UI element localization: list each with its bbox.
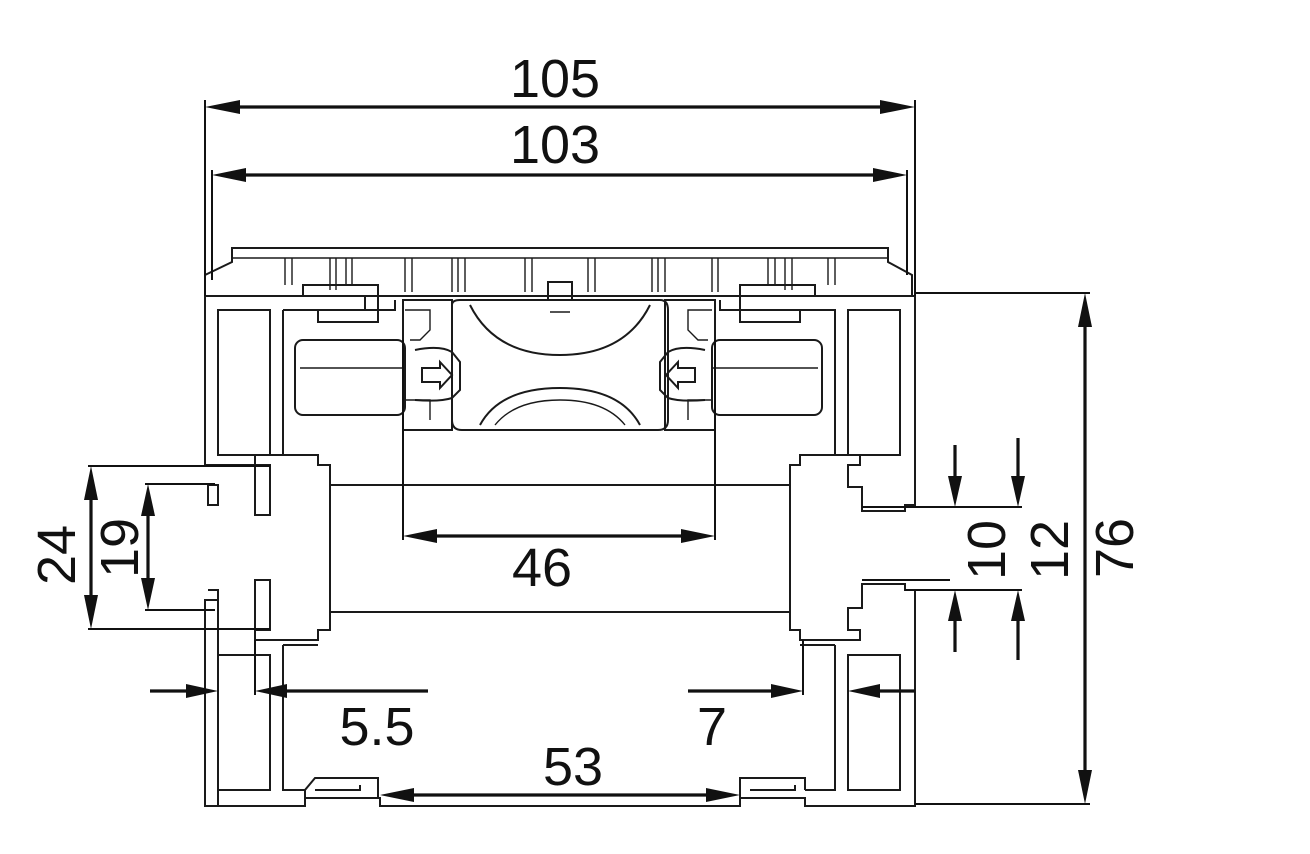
dimension-label-10: 10	[957, 520, 1017, 580]
dimension-left-height-19: 19	[90, 483, 215, 611]
upper-center-cavity	[282, 300, 836, 456]
dimension-chamber-width: 53	[380, 737, 740, 802]
dimension-label-76: 76	[1085, 518, 1145, 578]
dimension-cover-width: 103	[211, 115, 908, 280]
left-slot-upper	[207, 484, 219, 506]
top-hook-right	[739, 284, 816, 323]
right-bracket-detail	[687, 309, 712, 420]
bottom-hook-right	[739, 777, 806, 806]
aluminium-profile	[204, 284, 916, 807]
lower-center-cavity	[282, 644, 836, 791]
dimension-left-wall: 5.5	[150, 640, 428, 757]
dimension-lines: 105 103 46 53	[27, 49, 1145, 805]
lock-lower-arc	[479, 386, 641, 426]
cover-strip-ribs	[284, 258, 836, 292]
dimension-label-5-5: 5.5	[339, 697, 414, 757]
dimension-label-46: 46	[512, 538, 572, 598]
right-insert-block	[711, 339, 823, 416]
dimension-right-gap-12: 12	[862, 438, 1080, 660]
left-slot-lower	[208, 589, 219, 605]
lock-upper-arc	[469, 304, 651, 357]
dimension-label-53: 53	[543, 737, 603, 797]
center-lock-body	[451, 299, 669, 431]
dimension-right-gap-10: 10	[905, 445, 1017, 652]
hardware-insert	[294, 281, 823, 431]
dimension-label-24: 24	[27, 525, 87, 585]
dimension-overall-height: 76	[915, 292, 1145, 805]
dimension-slot-width: 46	[402, 340, 716, 598]
lower-right-chamber	[847, 654, 901, 791]
profile-outer-contour	[204, 295, 916, 516]
top-hook-left	[302, 284, 379, 323]
lock-top-tab	[547, 281, 573, 300]
dimension-left-height-24: 24	[27, 465, 270, 630]
dimension-overall-width: 105	[204, 49, 916, 296]
cover-strip-outline	[204, 247, 913, 296]
dimension-label-105: 105	[510, 49, 600, 109]
dimension-label-12: 12	[1020, 520, 1080, 580]
lower-left-chamber	[217, 654, 271, 791]
dimension-right-wall: 7	[688, 640, 915, 757]
dimension-label-103: 103	[510, 115, 600, 175]
dimension-label-19: 19	[90, 518, 150, 578]
left-pin	[414, 346, 461, 402]
left-bracket-detail	[405, 309, 431, 420]
profile-lower-contour	[204, 599, 219, 807]
cover-strip	[204, 247, 913, 296]
left-arrow-catch	[421, 359, 454, 391]
dimension-label-7: 7	[697, 697, 727, 757]
lock-lower-arc-inner	[494, 399, 626, 426]
upper-right-chamber	[847, 309, 901, 456]
left-insert-block	[294, 339, 406, 416]
right-arrow-catch	[664, 359, 696, 391]
bottom-hook-left	[304, 777, 379, 806]
upper-left-chamber	[217, 309, 271, 456]
central-hollow-chamber	[329, 484, 791, 613]
